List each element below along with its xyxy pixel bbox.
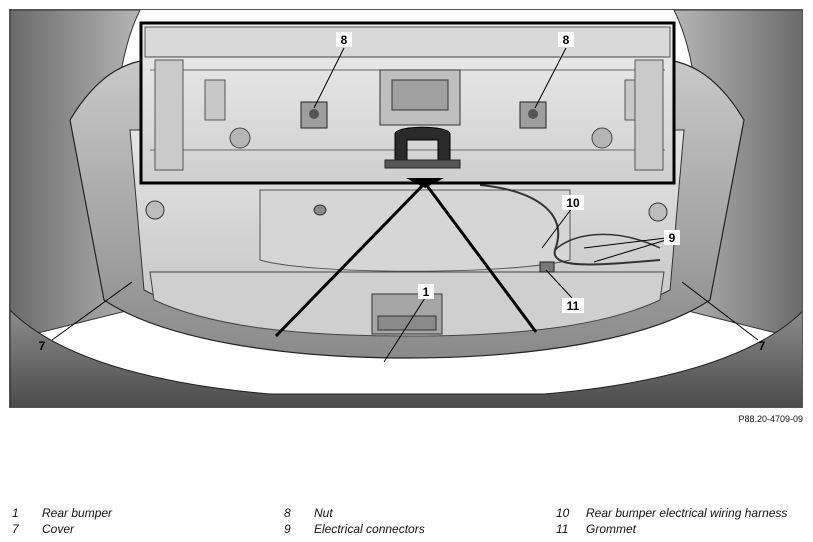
legend-label: Nut — [314, 506, 333, 520]
leader-10 — [541, 207, 573, 249]
grommet — [539, 261, 555, 273]
spare-wheel-well — [259, 189, 571, 272]
leader-11 — [545, 269, 573, 299]
leader-9b — [593, 239, 667, 263]
leader-1 — [383, 297, 426, 363]
magnify-line-left — [274, 181, 427, 338]
bumper-illustration: 1 7 7 8 8 9 10 11 — [10, 10, 802, 407]
leader-8-right — [534, 47, 567, 109]
legend-label: Grommet — [586, 522, 637, 536]
left-mount-boss — [145, 200, 165, 220]
legend-label: Electrical connectors — [314, 522, 425, 536]
callout-11: 11 — [567, 299, 580, 313]
legend-number: 10 — [556, 506, 570, 520]
inset-handle — [394, 126, 451, 161]
wiring-harness-branch — [554, 233, 661, 251]
leader-7-left — [51, 281, 133, 341]
legend-label: Cover — [42, 522, 75, 536]
figure-frame: 1 7 7 8 8 9 10 11 — [9, 9, 803, 408]
legend-label: Rear bumper electrical wiring harness — [586, 506, 788, 520]
leader-7-right — [681, 281, 759, 341]
leader-8-left — [313, 47, 345, 109]
rear-bumper-shell — [10, 309, 802, 407]
legend-number: 1 — [12, 506, 19, 520]
callout-1: 1 — [423, 285, 430, 299]
legend-label: Rear bumper — [42, 506, 113, 520]
callout-10: 10 — [566, 196, 580, 210]
callout-7-left: 7 — [39, 339, 46, 353]
legend-number: 9 — [284, 522, 291, 536]
callout-8-left: 8 — [341, 33, 348, 47]
magnify-apex — [406, 178, 444, 188]
figure-reference-code: P88.20-4709-09 — [738, 414, 803, 424]
right-mount-boss — [648, 202, 668, 222]
inset-top-panel — [144, 26, 671, 58]
bumper-bracket-inner — [377, 315, 437, 331]
wheel-well-hole — [313, 204, 327, 216]
callout-8-right: 8 — [563, 33, 570, 47]
callout-7-right: 7 — [759, 339, 766, 353]
magnify-line-right — [423, 182, 538, 333]
legend-number: 7 — [12, 522, 19, 536]
callout-9: 9 — [669, 231, 676, 245]
leader-9a — [583, 237, 667, 249]
legend: 1 Rear bumper 7 Cover 8 Nut 9 Electrical… — [0, 506, 813, 542]
legend-number: 8 — [284, 506, 291, 520]
legend-number: 11 — [556, 522, 569, 536]
